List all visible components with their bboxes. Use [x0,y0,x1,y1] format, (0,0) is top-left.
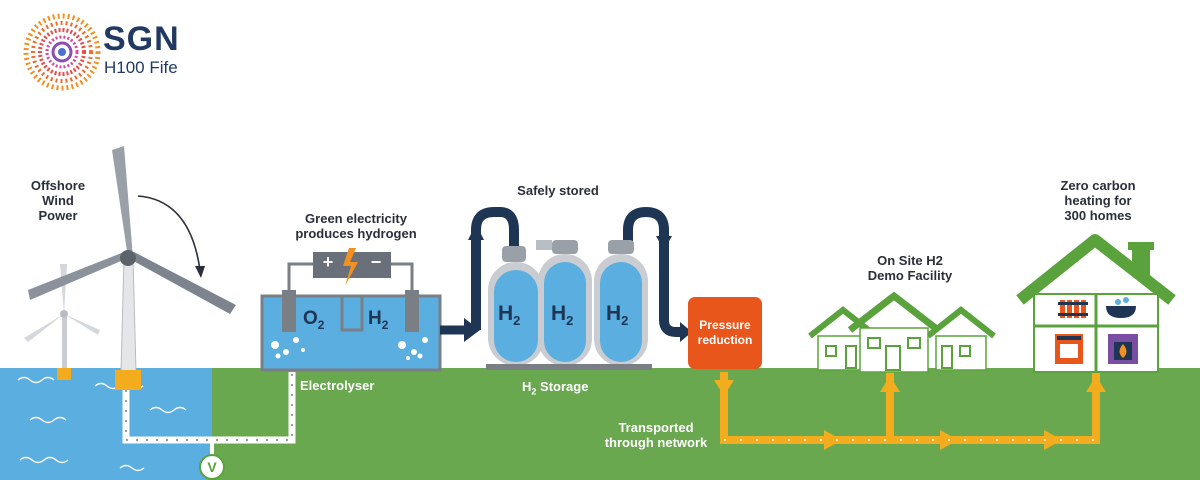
label-on-site-demo: On Site H2 Demo Facility [867,253,953,283]
oven-icon [1055,334,1083,364]
h2-label: H2 [368,308,389,332]
label-electrolyser: Electrolyser [300,378,375,393]
label-green-electricity: Green electricity produces hydrogen [295,211,417,241]
home-icon [1016,234,1176,373]
radiator-icon [1058,300,1088,318]
wind-turbine-icon [28,146,236,390]
tank-label-1: H2 [498,302,521,329]
fireplace-icon [1108,334,1138,364]
valve-icon: V [199,454,225,480]
label-offshore-wind-power: Offshore Wind Power [30,178,86,223]
lightning-icon [343,248,358,286]
demo-houses-icon [808,291,996,373]
pressure-reduction-box: Pressure reduction [688,297,762,369]
rotation-arrow-icon [137,195,201,271]
tank-label-3: H2 [606,302,629,329]
tank-label-2: H2 [551,302,574,329]
pressure-reduction-label: Pressure reduction [697,318,753,347]
label-transported: Transported through network [604,420,708,450]
storage-tanks-icon [486,240,652,370]
storage-pipes [471,206,684,337]
sgn-logo-icon [23,13,101,91]
label-zero-carbon: Zero carbon heating for 300 homes [1060,178,1136,223]
label-h2-storage: H2 Storage [522,379,589,397]
network-arrows [714,376,1106,450]
brand-name: SGN [103,20,180,58]
o2-label: O2 [303,308,325,332]
plus-sign: + [322,252,334,272]
label-safely-stored: Safely stored [517,183,599,198]
minus-sign: − [370,252,382,272]
small-wind-turbine-icon [24,264,100,380]
electrolyser-icon [260,248,442,372]
brand-subtitle: H100 Fife [104,58,178,77]
bath-icon [1106,297,1136,318]
